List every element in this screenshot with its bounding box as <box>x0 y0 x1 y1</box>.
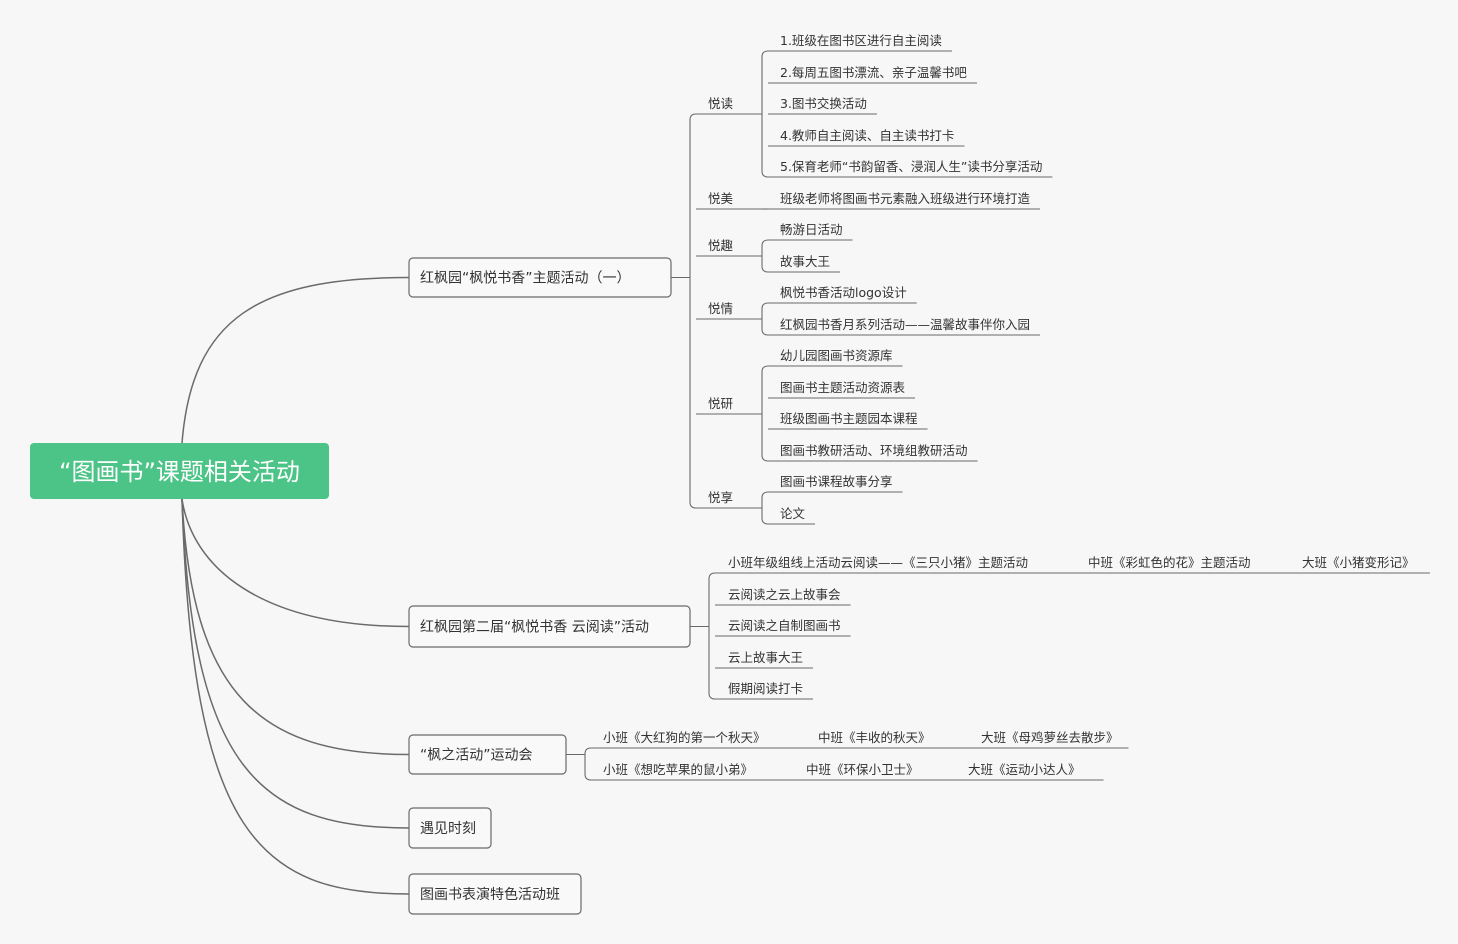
leaf-item[interactable]: 幼儿园图画书资源库 <box>780 348 893 363</box>
mind-map-nodes: “图画书”课题相关活动 红枫园“枫悦书香”主题活动（一） 红枫园第二届“枫悦书香 云… <box>30 33 1415 915</box>
leaf-item[interactable]: 论文 <box>780 506 806 521</box>
leaf-item[interactable]: 小班《想吃苹果的鼠小弟》 <box>603 762 753 777</box>
root-connector <box>181 498 410 756</box>
row-spine <box>584 747 592 781</box>
leaf-item[interactable]: 班级图画书主题园本课程 <box>780 411 918 426</box>
leaf-item[interactable]: 班级老师将图画书元素融入班级进行环境打造 <box>780 191 1031 206</box>
main-topic-box <box>408 873 582 915</box>
leaf-item[interactable]: 中班《彩虹色的花》主题活动 <box>1088 555 1251 570</box>
main-topic-box <box>408 734 567 775</box>
leaf-item[interactable]: 1.班级在图书区进行自主阅读 <box>780 33 942 48</box>
leaf-item[interactable]: 大班《运动小达人》 <box>968 762 1081 777</box>
leaf-item[interactable]: 图画书教研活动、环境组教研活动 <box>780 443 968 458</box>
leaf-item[interactable]: 小班《大红狗的第一个秋天》 <box>603 730 766 745</box>
leaf-item[interactable]: 大班《母鸡萝丝去散步》 <box>981 730 1119 745</box>
leaf-item[interactable]: 大班《小猪变形记》 <box>1302 555 1415 570</box>
main-topic-box <box>408 807 492 849</box>
sub-spine <box>761 50 769 178</box>
root-topic-box <box>30 443 329 499</box>
main-topic-box <box>408 257 672 298</box>
category-label[interactable]: 悦美 <box>708 191 733 206</box>
root-topic[interactable]: “图画书”课题相关活动 <box>30 443 329 499</box>
category-label[interactable]: 悦趣 <box>708 238 734 253</box>
leaf-item[interactable]: 故事大王 <box>780 254 830 269</box>
leaf-item[interactable]: 图画书主题活动资源表 <box>780 380 906 395</box>
leaf-item[interactable]: 云上故事大王 <box>728 650 803 665</box>
leaf-item[interactable]: 5.保育老师“书韵留香、浸润人生”读书分享活动 <box>780 159 1042 174</box>
category-label[interactable]: 悦享 <box>708 490 733 505</box>
leaf-item[interactable]: 中班《环保小卫士》 <box>806 762 919 777</box>
category-label[interactable]: 悦情 <box>708 301 733 316</box>
sub-spine <box>761 302 769 336</box>
root-connector <box>181 498 410 895</box>
sub-spine <box>761 491 769 525</box>
root-connector <box>181 276 410 444</box>
connector-lines <box>181 50 1430 895</box>
sub-spine <box>761 239 769 273</box>
leaf-item[interactable]: 4.教师自主阅读、自主读书打卡 <box>780 128 954 143</box>
leaf-item[interactable]: 3.图书交换活动 <box>780 96 867 111</box>
main-topic-label: 遇见时刻 <box>420 821 476 837</box>
category-label[interactable]: 悦研 <box>708 396 733 411</box>
main-topic[interactable]: “枫之活动”运动会 <box>408 734 567 775</box>
root-connector <box>181 498 410 628</box>
main-topic[interactable]: 图画书表演特色活动班 <box>408 873 582 915</box>
main-topic-label: 红枫园“枫悦书香”主题活动（一） <box>420 271 631 287</box>
root-connector <box>181 498 410 829</box>
leaf-item[interactable]: 2.每周五图书漂流、亲子温馨书吧 <box>780 65 967 80</box>
main-topic[interactable]: 红枫园第二届“枫悦书香 云阅读”活动 <box>408 605 691 648</box>
leaf-item[interactable]: 云阅读之自制图画书 <box>728 618 841 633</box>
category-spine <box>689 113 697 509</box>
root-topic-label: “图画书”课题相关活动 <box>59 458 300 486</box>
main-topic-label: 图画书表演特色活动班 <box>420 886 560 903</box>
leaf-item[interactable]: 枫悦书香活动logo设计 <box>780 285 907 300</box>
leaf-item[interactable]: 图画书课程故事分享 <box>780 474 893 489</box>
main-topic[interactable]: 红枫园“枫悦书香”主题活动（一） <box>408 257 672 298</box>
leaf-item[interactable]: 云阅读之云上故事会 <box>728 587 841 602</box>
row-spine <box>708 572 716 700</box>
leaf-item[interactable]: 红枫园书香月系列活动——温馨故事伴你入园 <box>780 317 1030 332</box>
leaf-item[interactable]: 假期阅读打卡 <box>728 681 803 696</box>
main-topic[interactable]: 遇见时刻 <box>408 807 492 849</box>
main-topic-label: 红枫园第二届“枫悦书香 云阅读”活动 <box>420 619 649 636</box>
sub-spine <box>761 365 769 462</box>
leaf-item[interactable]: 中班《丰收的秋天》 <box>818 730 931 745</box>
leaf-item[interactable]: 小班年级组线上活动云阅读——《三只小猪》主题活动 <box>728 555 1028 570</box>
main-topic-label: “枫之活动”运动会 <box>420 748 533 764</box>
category-label[interactable]: 悦读 <box>708 96 733 111</box>
main-topic-box <box>408 605 691 648</box>
leaf-item[interactable]: 畅游日活动 <box>780 222 843 237</box>
